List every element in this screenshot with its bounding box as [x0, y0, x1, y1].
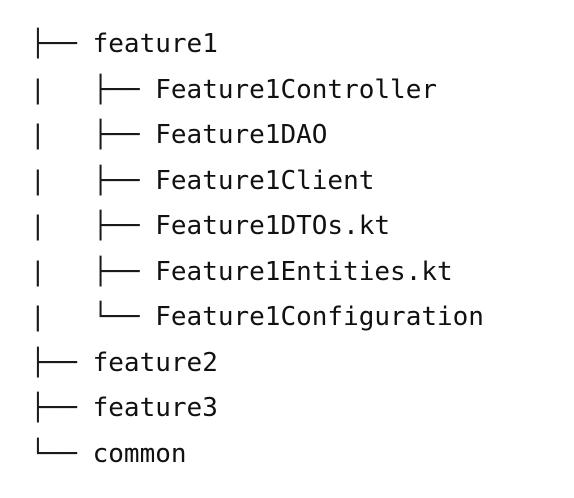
tree-branch: ├──: [30, 29, 93, 59]
tree-item-name: Feature1Controller: [155, 74, 437, 105]
tree-item-name: feature3: [92, 393, 218, 423]
tree-item-name: Feature1Entities.kt: [155, 256, 453, 287]
tree-branch: | ├──: [30, 165, 156, 196]
tree-branch: | ├──: [30, 211, 156, 241]
tree-item-name: feature1: [92, 29, 218, 59]
tree-branch: | ├──: [30, 120, 156, 150]
tree-line-feature1-dao: | ├── Feature1DAO: [30, 113, 484, 159]
tree-branch: ├──: [30, 393, 93, 423]
tree-item-name: Feature1DTOs.kt: [155, 211, 391, 241]
tree-item-name: common: [92, 438, 187, 469]
tree-line-feature3: ├── feature3: [30, 386, 484, 432]
tree-branch: | └──: [30, 302, 156, 332]
tree-line-feature1: ├── feature1: [30, 22, 484, 68]
tree-line-feature1-controller: | ├── Feature1Controller: [30, 68, 484, 114]
tree-line-feature2: ├── feature2: [30, 341, 484, 387]
tree-line-feature1-configuration: | └── Feature1Configuration: [30, 295, 484, 341]
tree-line-feature1-entities: | ├── Feature1Entities.kt: [30, 250, 484, 296]
tree-line-common: └── common: [30, 432, 484, 478]
directory-tree: ├── feature1 | ├── Feature1Controller | …: [30, 22, 484, 477]
tree-branch: ├──: [30, 347, 93, 378]
tree-branch: └──: [30, 438, 93, 469]
tree-line-feature1-client: | ├── Feature1Client: [30, 159, 484, 205]
tree-item-name: Feature1Configuration: [155, 302, 484, 332]
tree-item-name: Feature1Client: [155, 165, 375, 196]
tree-branch: | ├──: [30, 74, 156, 105]
tree-item-name: Feature1DAO: [155, 120, 328, 150]
tree-branch: | ├──: [30, 256, 156, 287]
tree-item-name: feature2: [92, 347, 218, 378]
tree-line-feature1-dtos: | ├── Feature1DTOs.kt: [30, 204, 484, 250]
